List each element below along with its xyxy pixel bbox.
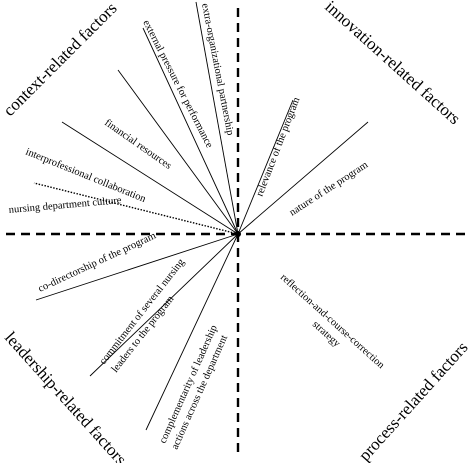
interprofessional-collaboration-line [61,121,239,235]
label-commitment-line1: commitment of several nursing [98,256,188,367]
nursing-department-culture-line [33,182,239,235]
label-co-directorship-of-the-program: co-directorship of the program [37,230,158,294]
external-pressure-line [142,27,239,235]
financial-resources-line [117,69,239,235]
co-directorship-line [35,233,239,301]
label-financial-resources: financial resources [102,117,173,171]
context-quadrant-title: context-related factors [0,0,121,120]
nature-of-the-program-line [237,121,369,235]
complementarity-line [145,233,239,431]
relevance-of-the-program-line [237,99,294,235]
label-relevance-of-the-program: relevance of the program [255,96,303,198]
label-external-pressure-for-performance: external pressure for performance [140,18,214,150]
label-nature-of-the-program: nature of the program [288,160,371,219]
label-nursing-department-culture: nursing department culture [8,195,122,216]
commitment-line [89,233,239,377]
innovation-quadrant-title: innovation-related factors [321,0,464,128]
label-reflection-line1: reflection-and-course-correction [278,272,387,372]
label-extra-organizational-partnership: extra-organizational partnership [199,2,235,136]
extra-organizational-partnership-line [195,1,239,235]
